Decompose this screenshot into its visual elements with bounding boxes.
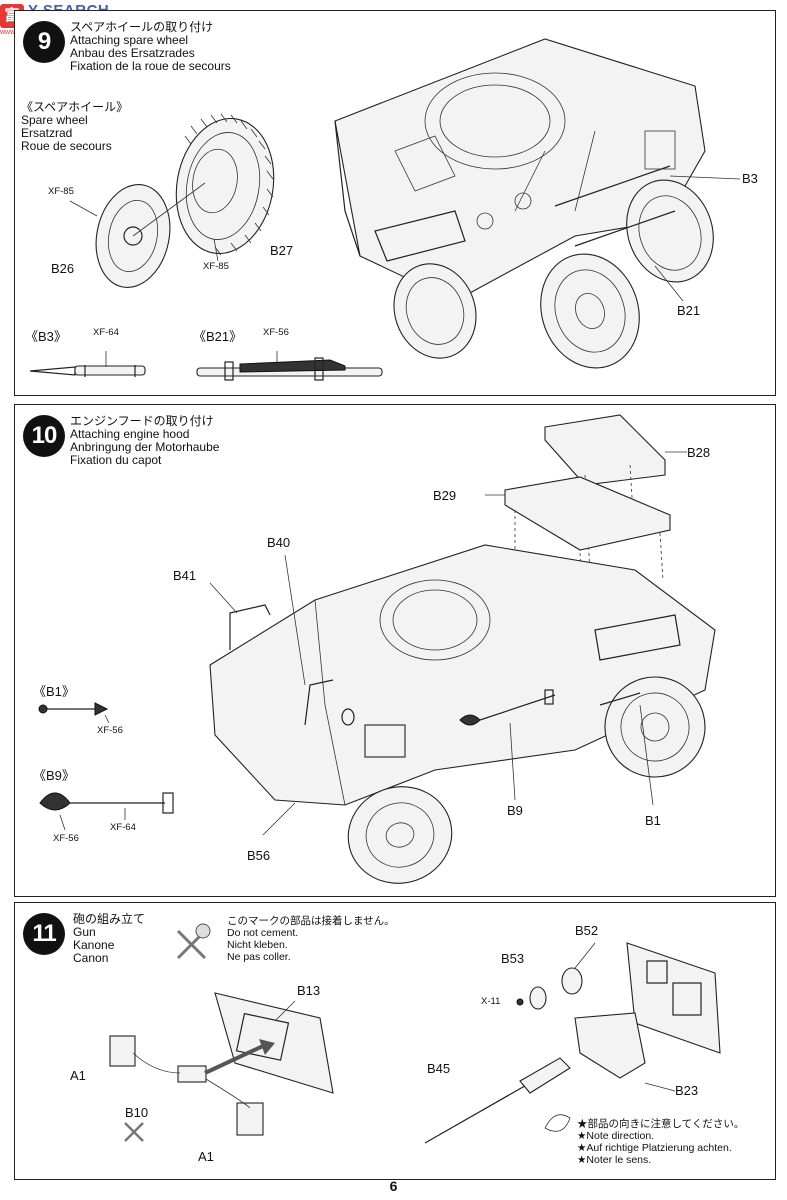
direction-note-fr: ★Noter le sens. (577, 1154, 652, 1166)
vehicle-body-step9 (334, 38, 741, 369)
step-9-title-en: Attaching spare wheel (70, 33, 189, 47)
paint-label-b9-xf64: XF-64 (110, 822, 136, 833)
part-label-b28: B28 (687, 445, 711, 460)
step-9-illustration (29, 38, 741, 381)
spare-wheel-subtitle-en: Spare wheel (21, 113, 88, 127)
step-11-title-en: Gun (73, 925, 96, 939)
direction-note-en: ★Note direction. (577, 1130, 655, 1142)
part-label-b1: B1 (645, 813, 661, 828)
step-10-title-fr: Fixation du capot (70, 453, 162, 467)
no-cement-note-jp: このマークの部品は接着しません。 (227, 915, 395, 927)
paint-label-b9-xf56: XF-56 (53, 833, 79, 844)
b9-detail-drawing (39, 792, 174, 831)
part-label-b40: B40 (267, 535, 291, 550)
part-a1-bottom-drawing (236, 1102, 264, 1136)
spare-wheel-subtitle-de: Ersatzrad (21, 126, 73, 140)
no-cement-note: このマークの部品は接着しません。 Do not cement. Nicht kl… (227, 915, 395, 963)
part-label-b41: B41 (173, 568, 197, 583)
part-label-b26: B26 (51, 261, 75, 276)
spare-wheel-subtitle-fr: Roue de secours (21, 139, 112, 153)
b3-detail-drawing (29, 351, 146, 377)
step-11-number: 11 (23, 913, 65, 955)
no-cement-note-fr: Ne pas coller. (227, 951, 291, 963)
part-label-b45: B45 (427, 1061, 451, 1076)
hood-frame-b29-drawing (504, 476, 671, 551)
step-9-title-jp: スペアホイールの取り付け (70, 20, 214, 34)
step-9-title-de: Anbau des Ersatzrades (70, 46, 195, 60)
step-11-title-jp: 砲の組み立て (73, 912, 146, 926)
paint-label-xf85-left: XF-85 (48, 186, 74, 197)
part-label-b21: B21 (677, 303, 701, 318)
spare-wheel-subtitle-jp: 《スペアホイール》 (21, 100, 129, 114)
part-label-b13: B13 (297, 983, 321, 998)
part-label-b29: B29 (433, 488, 457, 503)
step-11-title-fr: Canon (73, 951, 109, 965)
step-10-title-jp: エンジンフードの取り付け (70, 414, 214, 428)
part-b53-drawing (529, 986, 547, 1010)
step-11-title: 砲の組み立て Gun Kanone Canon (73, 913, 145, 965)
step-9-title: スペアホイールの取り付け Attaching spare wheel Anbau… (70, 21, 231, 73)
part-label-b10: B10 (125, 1105, 149, 1120)
step-11-illustration (109, 923, 721, 1144)
part-label-b56: B56 (247, 848, 271, 863)
hood-b28-drawing (544, 414, 666, 486)
part-b52-drawing (561, 967, 583, 995)
b21-detail-drawing (196, 351, 383, 381)
detail-label-b3: 《B3》 (25, 329, 67, 344)
part-b10-drawing (177, 1065, 207, 1083)
step-10-illustration (38, 414, 716, 884)
no-cement-icon-b10 (124, 1122, 144, 1142)
paint-label-b1-xf56: XF-56 (97, 725, 123, 736)
part-label-b53: B53 (501, 951, 525, 966)
step-10-number: 10 (23, 415, 65, 457)
part-label-b23: B23 (675, 1083, 699, 1098)
part-label-b27: B27 (270, 243, 294, 258)
barrel-b45-drawing (519, 1057, 571, 1094)
no-cement-icon (176, 923, 211, 960)
part-label-a1-bottom: A1 (198, 1149, 214, 1164)
paint-label-xf64: XF-64 (93, 327, 119, 338)
paint-label-x11: X-11 (481, 996, 501, 1007)
vehicle-body-step10 (209, 544, 716, 884)
spare-wheel-subtitle: 《スペアホイール》 Spare wheel Ersatzrad Roue de … (21, 101, 128, 153)
step-9-panel: 9 スペアホイールの取り付け Attaching spare wheel Anb… (14, 10, 776, 396)
step-10-title-de: Anbringung der Motorhaube (70, 440, 220, 454)
step-10-title-en: Attaching engine hood (70, 427, 190, 441)
direction-note-jp: ★部品の向きに注意してください。 (577, 1118, 745, 1130)
part-b23-drawing (574, 1012, 646, 1079)
detail-label-b1: 《B1》 (33, 684, 75, 699)
no-cement-note-de: Nicht kleben. (227, 939, 288, 951)
part-label-a1-top: A1 (70, 1068, 86, 1083)
step-10-panel: 10 エンジンフードの取り付け Attaching engine hood An… (14, 404, 776, 897)
b1-detail-drawing (38, 702, 110, 724)
step-9-number: 9 (23, 21, 65, 63)
direction-note: ★部品の向きに注意してください。 ★Note direction. ★Auf r… (577, 1118, 744, 1166)
direction-note-de: ★Auf richtige Platzierung achten. (577, 1142, 732, 1154)
paint-label-xf85-bottom: XF-85 (203, 261, 229, 272)
page-number: 6 (389, 1178, 398, 1194)
part-label-b52: B52 (575, 923, 599, 938)
step-11-panel: 11 砲の組み立て Gun Kanone Canon このマークの部品は接着しま… (14, 902, 776, 1180)
detail-label-b21: 《B21》 (193, 329, 243, 344)
part-label-b9: B9 (507, 803, 523, 818)
paint-label-xf56: XF-56 (263, 327, 289, 338)
step-10-title: エンジンフードの取り付け Attaching engine hood Anbri… (70, 415, 219, 467)
step-9-title-fr: Fixation de la roue de secours (70, 59, 231, 73)
no-cement-note-en: Do not cement. (227, 927, 299, 939)
spare-wheel-drawing (69, 113, 275, 288)
part-a1-top-drawing (109, 1035, 136, 1067)
detail-label-b9: 《B9》 (33, 768, 75, 783)
part-label-b3: B3 (742, 171, 758, 186)
step-11-title-de: Kanone (73, 938, 115, 952)
